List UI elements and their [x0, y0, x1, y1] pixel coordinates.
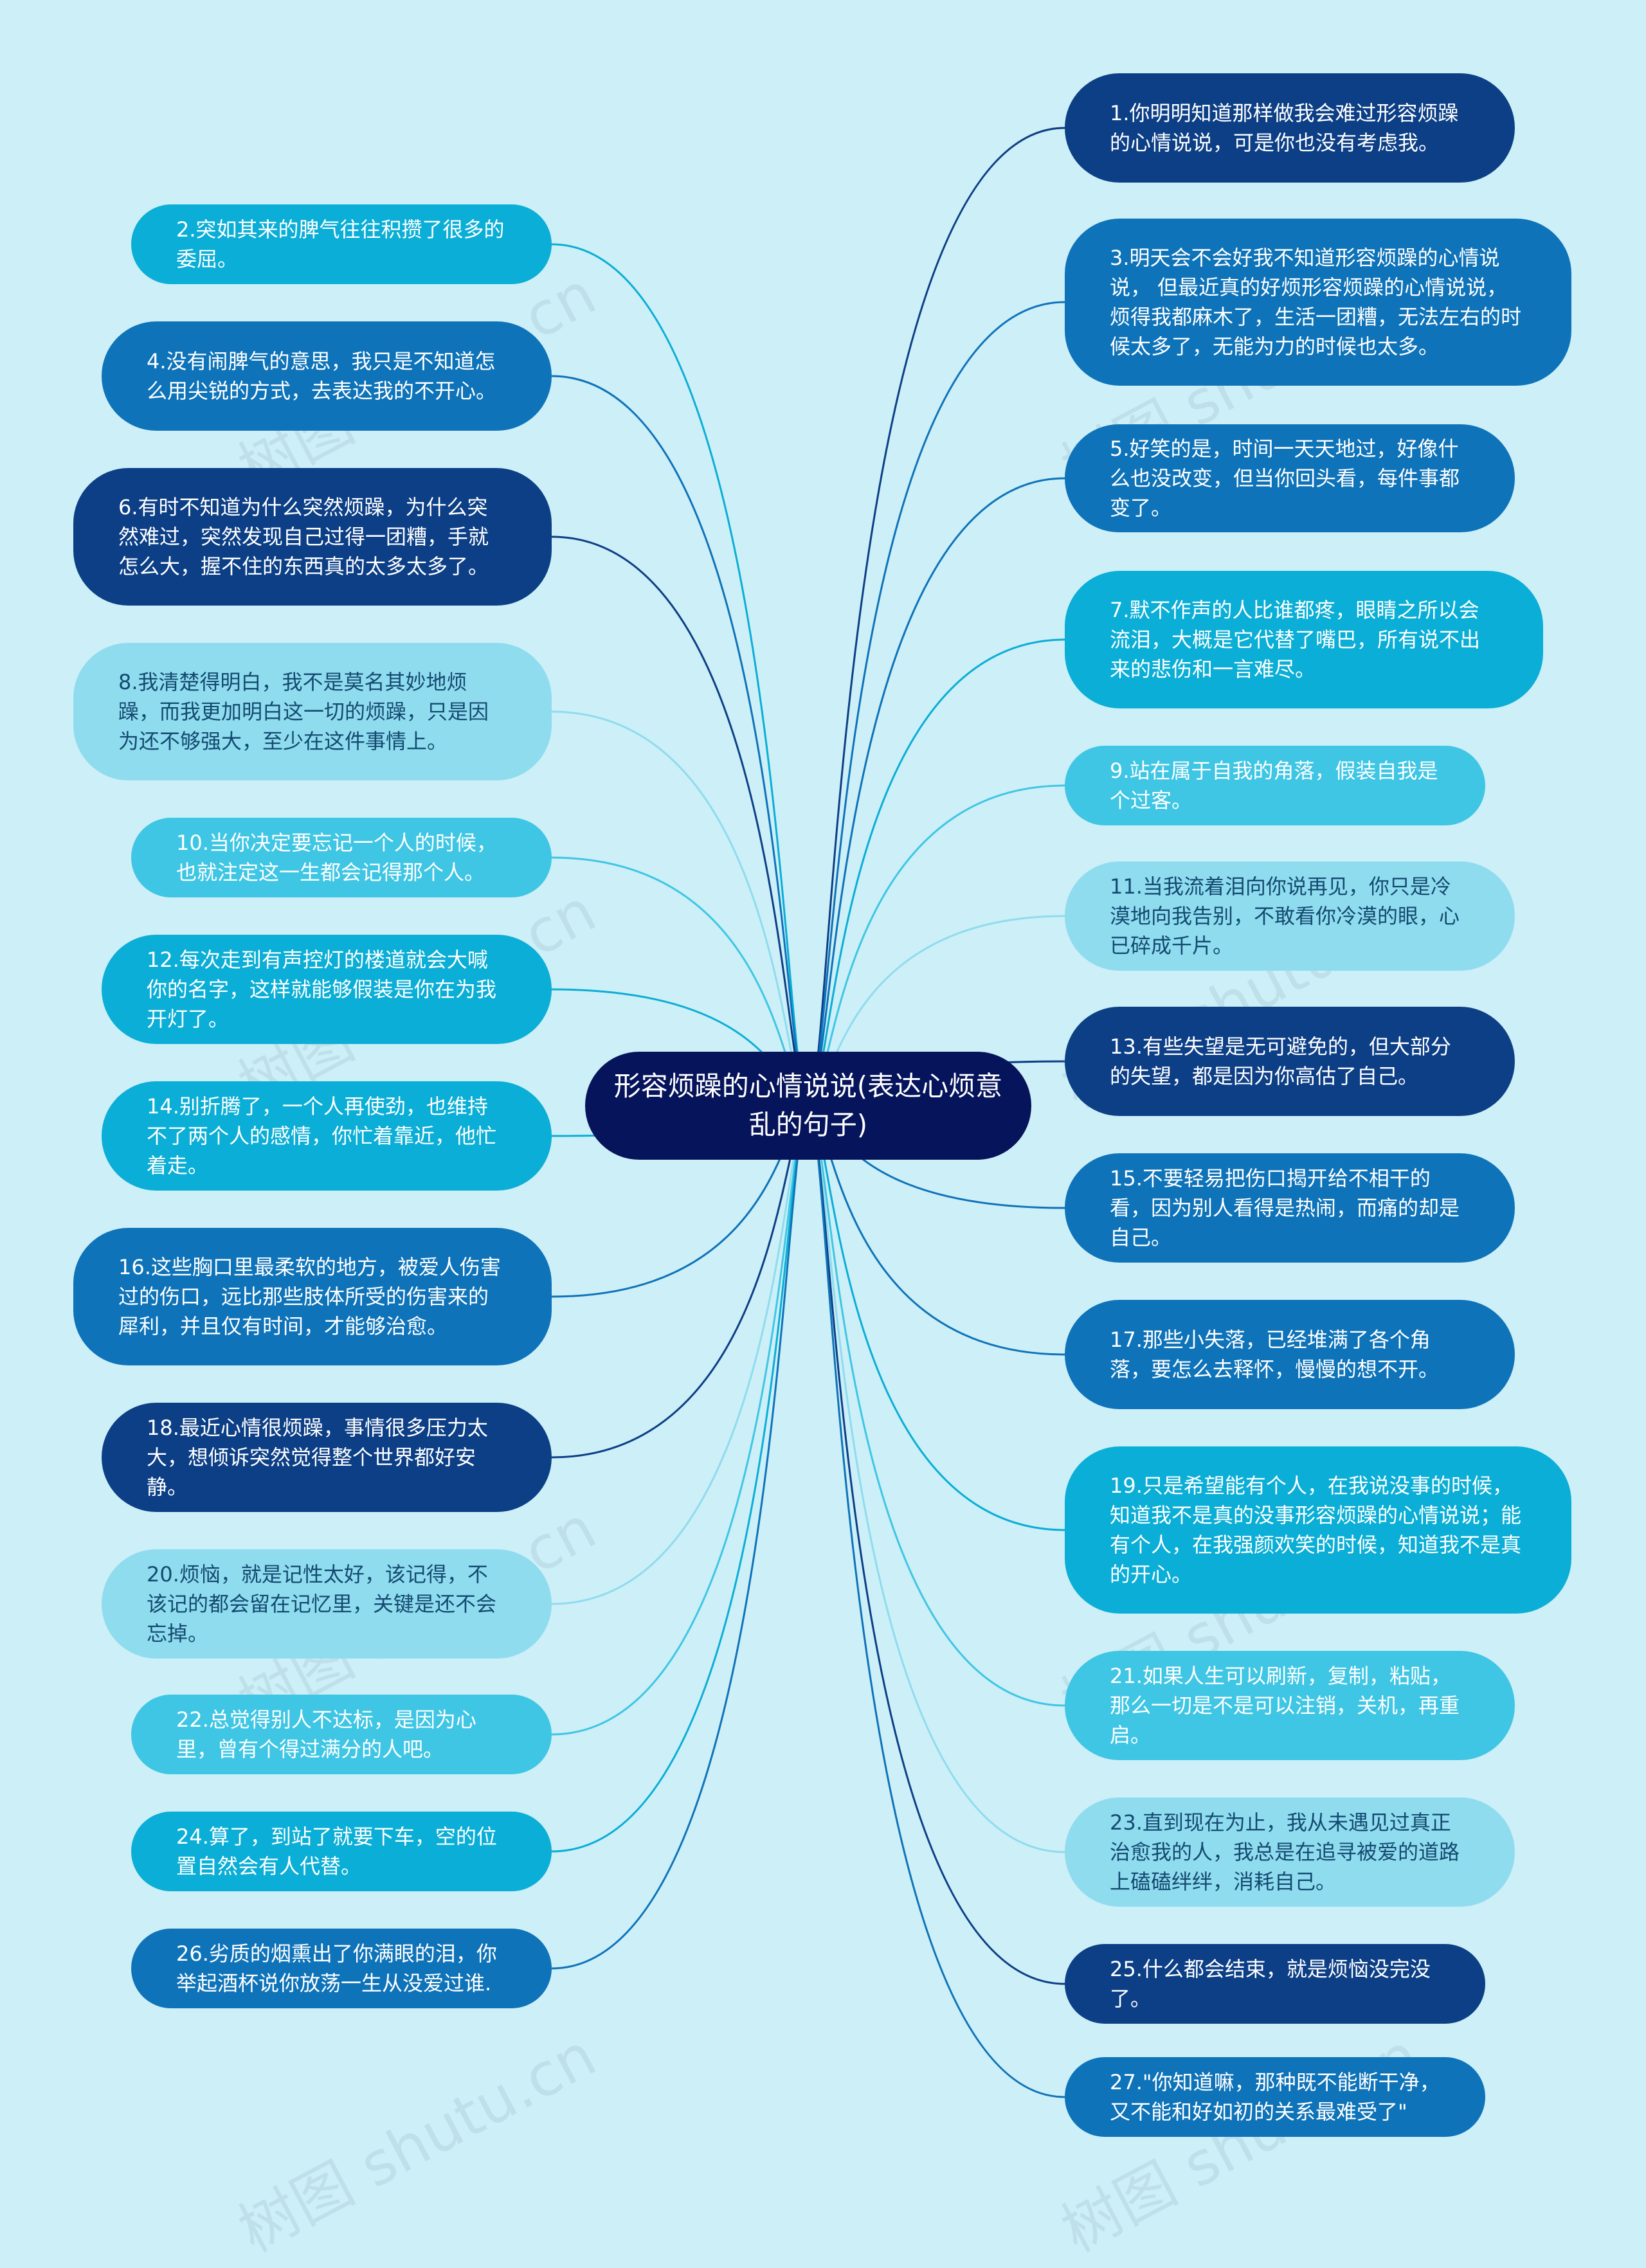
branch-node-label: 22.总觉得别人不达标，是因为心里，曾有个得过满分的人吧。 [176, 1707, 476, 1761]
connector-line [808, 638, 1065, 1107]
branch-node-12[interactable]: 12.每次走到有声控灯的楼道就会大喊你的名字，这样就能够假装是你在为我开灯了。 [102, 935, 552, 1044]
branch-node-label: 6.有时不知道为什么突然烦躁，为什么突然难过，突然发现自己过得一团糟，手就怎么大… [118, 495, 489, 579]
branch-node-26[interactable]: 26.劣质的烟熏出了你满眼的泪，你举起酒杯说你放荡一生从没爱过谁. [131, 1929, 552, 2008]
branch-node-27[interactable]: 27."你知道嘛，那种既不能断干净，又不能和好如初的关系最难受了" [1065, 2057, 1485, 2137]
central-topic-label: 形容烦躁的心情说说(表达心烦意乱的句子) [613, 1070, 1003, 1140]
connector-line [808, 1104, 1065, 1707]
branch-node-label: 25.什么都会结束，就是烦恼没完没了。 [1110, 1957, 1431, 2011]
branch-node-label: 7.默不作声的人比谁都疼，眼睛之所以会流泪，大概是它代替了嘴巴，所有说不出来的悲… [1110, 598, 1481, 681]
branch-node-label: 12.每次走到有声控灯的楼道就会大喊你的名字，这样就能够假装是你在为我开灯了。 [147, 948, 497, 1031]
branch-node-label: 1.你明明知道那样做我会难过形容烦躁的心情说说，可是你也没有考虑我。 [1110, 101, 1459, 155]
branch-node-1[interactable]: 1.你明明知道那样做我会难过形容烦躁的心情说说，可是你也没有考虑我。 [1065, 73, 1515, 183]
branch-node-label: 8.我清楚得明白，我不是莫名其妙地烦躁，而我更加明白这一切的烦躁，只是因为还不够… [118, 670, 489, 753]
connector-line [807, 1104, 1065, 2098]
branch-node-label: 17.那些小失落，已经堆满了各个角落，要怎么去释怀，慢慢的想不开。 [1110, 1328, 1440, 1382]
central-topic[interactable]: 形容烦躁的心情说说(表达心烦意乱的句子) [585, 1052, 1031, 1160]
branch-node-19[interactable]: 19.只是希望能有个人，在我说没事的时候，知道我不是真的没事形容烦躁的心情说说；… [1065, 1446, 1571, 1614]
connector-line [808, 1104, 1065, 1853]
branch-node-label: 13.有些失望是无可避免的，但大部分的失望，都是因为你高估了自己。 [1110, 1034, 1451, 1088]
branch-node-13[interactable]: 13.有些失望是无可避免的，但大部分的失望，都是因为你高估了自己。 [1065, 1007, 1515, 1116]
mind-map-canvas: 树图 shutu.cn 树图 shutu.cn 树图 shutu.cn 树图 s… [73, 73, 1571, 2265]
branch-node-label: 3.明天会不会好我不知道形容烦躁的心情说说， 但最近真的好烦形容烦躁的心情说说，… [1110, 246, 1522, 359]
branch-node-label: 26.劣质的烟熏出了你满眼的泪，你举起酒杯说你放荡一生从没爱过谁. [176, 1941, 497, 1995]
connector-line [807, 127, 1065, 1107]
branch-node-3[interactable]: 3.明天会不会好我不知道形容烦躁的心情说说， 但最近真的好烦形容烦躁的心情说说，… [1065, 219, 1571, 386]
connector-line [551, 243, 809, 1107]
branch-node-label: 21.如果人生可以刷新，复制，粘贴，那么一切是不是可以注销，关机，再重启。 [1110, 1664, 1460, 1747]
branch-node-16[interactable]: 16.这些胸口里最柔软的地方，被爱人伤害过的伤口，远比那些肢体所受的伤害来的犀利… [73, 1228, 552, 1365]
connector-line [551, 1104, 809, 1853]
branch-node-7[interactable]: 7.默不作声的人比谁都疼，眼睛之所以会流泪，大概是它代替了嘴巴，所有说不出来的悲… [1065, 571, 1543, 708]
connector-line [807, 1104, 1065, 1985]
branch-node-22[interactable]: 22.总觉得别人不达标，是因为心里，曾有个得过满分的人吧。 [131, 1695, 552, 1774]
branch-node-label: 10.当你决定要忘记一个人的时候，也就注定这一生都会记得那个人。 [176, 831, 497, 885]
branch-node-8[interactable]: 8.我清楚得明白，我不是莫名其妙地烦躁，而我更加明白这一切的烦躁，只是因为还不够… [73, 643, 552, 780]
branch-node-label: 16.这些胸口里最柔软的地方，被爱人伤害过的伤口，远比那些肢体所受的伤害来的犀利… [118, 1255, 501, 1338]
branch-node-label: 9.站在属于自我的角落，假装自我是个过客。 [1110, 759, 1438, 813]
branch-node-9[interactable]: 9.站在属于自我的角落，假装自我是个过客。 [1065, 746, 1485, 825]
branch-node-label: 5.好笑的是，时间一天天地过，好像什么也没改变，但当你回头看，每件事都变了。 [1110, 437, 1460, 520]
branch-node-17[interactable]: 17.那些小失落，已经堆满了各个角落，要怎么去释怀，慢慢的想不开。 [1065, 1300, 1515, 1409]
branch-node-label: 2.突如其来的脾气往往积攒了很多的委屈。 [176, 217, 505, 271]
branch-node-11[interactable]: 11.当我流着泪向你说再见，你只是冷漠地向我告别，不敢看你冷漠的眼，心已碎成千片… [1065, 861, 1515, 971]
branch-node-23[interactable]: 23.直到现在为止，我从未遇见过真正治愈我的人，我总是在追寻被爱的道路上磕磕绊绊… [1065, 1797, 1515, 1907]
branch-node-21[interactable]: 21.如果人生可以刷新，复制，粘贴，那么一切是不是可以注销，关机，再重启。 [1065, 1651, 1515, 1760]
branch-node-24[interactable]: 24.算了，到站了就要下车，空的位置自然会有人代替。 [131, 1812, 552, 1891]
branch-node-label: 24.算了，到站了就要下车，空的位置自然会有人代替。 [176, 1824, 497, 1878]
branch-node-label: 27."你知道嘛，那种既不能断干净，又不能和好如初的关系最难受了" [1110, 2070, 1440, 2124]
branch-node-label: 20.烦恼，就是记性太好，该记得，不该记的都会留在记忆里，关键是还不会忘掉。 [147, 1562, 497, 1646]
branch-node-label: 15.不要轻易把伤口揭开给不相干的看，因为别人看得是热闹，而痛的却是自己。 [1110, 1166, 1460, 1250]
branch-node-15[interactable]: 15.不要轻易把伤口揭开给不相干的看，因为别人看得是热闹，而痛的却是自己。 [1065, 1153, 1515, 1263]
branch-node-14[interactable]: 14.别折腾了，一个人再使劲，也维持不了两个人的感情，你忙着靠近，他忙着走。 [102, 1081, 552, 1191]
connector-line [808, 1104, 1065, 1531]
branch-node-label: 11.当我流着泪向你说再见，你只是冷漠地向我告别，不敢看你冷漠的眼，心已碎成千片… [1110, 874, 1460, 958]
branch-node-label: 4.没有闹脾气的意思，我只是不知道怎么用尖锐的方式，去表达我的不开心。 [147, 349, 497, 403]
branch-node-20[interactable]: 20.烦恼，就是记性太好，该记得，不该记的都会留在记忆里，关键是还不会忘掉。 [102, 1549, 552, 1659]
branch-node-label: 19.只是希望能有个人，在我说没事的时候，知道我不是真的没事形容烦躁的心情说说；… [1110, 1473, 1522, 1587]
branch-node-label: 18.最近心情很烦躁，事情很多压力太大，想倾诉突然觉得整个世界都好安静。 [147, 1416, 488, 1499]
connector-line [551, 1104, 809, 1970]
branch-node-5[interactable]: 5.好笑的是，时间一天天地过，好像什么也没改变，但当你回头看，每件事都变了。 [1065, 424, 1515, 532]
branch-node-2[interactable]: 2.突如其来的脾气往往积攒了很多的委屈。 [131, 204, 552, 284]
connector-line [551, 375, 809, 1107]
branch-node-4[interactable]: 4.没有闹脾气的意思，我只是不知道怎么用尖锐的方式，去表达我的不开心。 [102, 321, 552, 431]
connector-line [551, 1104, 809, 1736]
branch-node-label: 23.直到现在为止，我从未遇见过真正治愈我的人，我总是在追寻被爱的道路上磕磕绊绊… [1110, 1810, 1460, 1894]
branch-node-label: 14.别折腾了，一个人再使劲，也维持不了两个人的感情，你忙着靠近，他忙着走。 [147, 1094, 497, 1178]
branch-node-18[interactable]: 18.最近心情很烦躁，事情很多压力太大，想倾诉突然觉得整个世界都好安静。 [102, 1403, 552, 1512]
branch-node-10[interactable]: 10.当你决定要忘记一个人的时候，也就注定这一生都会记得那个人。 [131, 818, 552, 897]
branch-node-6[interactable]: 6.有时不知道为什么突然烦躁，为什么突然难过，突然发现自己过得一团糟，手就怎么大… [73, 468, 552, 606]
branch-node-25[interactable]: 25.什么都会结束，就是烦恼没完没了。 [1065, 1944, 1485, 2024]
